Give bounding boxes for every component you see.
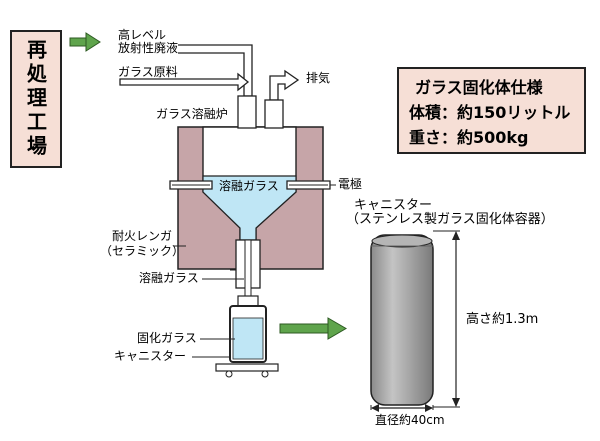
canister-large	[370, 234, 434, 406]
melter-label: ガラス溶融炉	[156, 107, 228, 121]
feed-arrow	[69, 32, 101, 52]
refractory-label-line1: 耐火レンガ	[112, 229, 173, 243]
spec-panel: ガラス固化体仕様 体積：約150リットル 重さ：約500kg	[397, 67, 586, 154]
feed-tube	[237, 95, 257, 129]
exhaust-label: 排気	[306, 71, 331, 85]
hlw-label-line2: 放射性廃液	[118, 41, 179, 56]
electrode-left	[169, 180, 213, 190]
canister-height-label: 高さ約1.3m	[466, 312, 539, 327]
output-arrow	[279, 317, 347, 340]
solidified-glass-label: 固化ガラス	[137, 331, 197, 345]
canister-title-line2: （ステンレス製ガラス固化体容器）	[346, 212, 554, 227]
diameter-dimension	[370, 404, 434, 412]
glass-material-label: ガラス原料	[118, 65, 178, 79]
spec-volume: 体積：約150リットル	[409, 103, 571, 122]
spec-title: ガラス固化体仕様	[415, 78, 543, 97]
canister-title-line1: キャニスター	[354, 198, 433, 213]
canister-small-label: キャニスター	[114, 349, 187, 363]
height-dimension	[433, 230, 460, 408]
electrode-label: 電極	[338, 177, 363, 191]
molten-glass-stream-label: 溶融ガラス	[139, 271, 199, 285]
small-canister	[215, 295, 279, 378]
reprocessing-plant-label: 再処理工場	[23, 39, 48, 159]
molten-glass-in-melter-label: 溶融ガラス	[219, 179, 279, 193]
spec-weight: 重さ：約500kg	[409, 128, 529, 147]
canister-diameter-label: 直径約40cm	[375, 413, 445, 427]
refractory-label-line2: （セラミック）	[100, 244, 185, 258]
exhaust-tube	[264, 99, 284, 129]
electrode-right	[286, 180, 331, 190]
molten-glass-stream	[244, 239, 252, 303]
reprocessing-plant-box: 再処理工場	[10, 30, 62, 168]
exhaust-arrow	[269, 69, 300, 101]
hlw-label-line1: 高レベル	[118, 28, 167, 42]
glass-material-arrow	[119, 72, 250, 92]
